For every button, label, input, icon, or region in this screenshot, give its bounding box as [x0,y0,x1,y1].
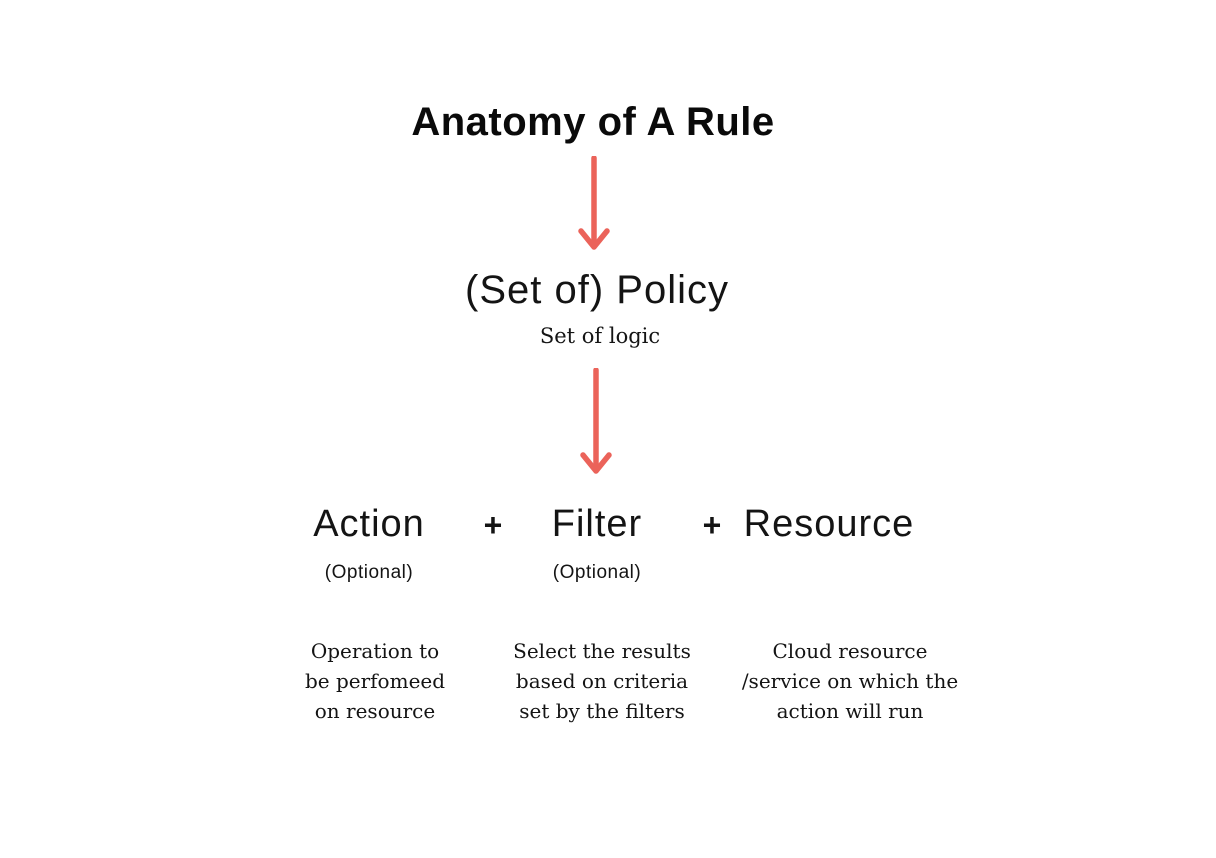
policy-label: (Set of) Policy [465,268,729,312]
action-optional-label: (Optional) [324,562,414,583]
plus-sign: + [483,507,503,543]
plus-sign: + [702,507,722,543]
filter-optional-label: (Optional) [552,562,642,583]
policy-sublabel: Set of logic [539,324,661,348]
arrow-head [578,228,610,250]
action-description: Operation to be perfomeed on resource [304,639,446,723]
arrow-head [580,452,612,474]
resource-description: Cloud resource /service on which the act… [741,639,959,723]
down-arrow-icon [578,156,610,250]
filter-description: Select the results based on criteria set… [513,639,691,723]
down-arrow-icon [580,368,612,474]
diagram-title: Anatomy of A Rule [411,100,775,144]
resource-label: Resource [743,503,915,545]
filter-label: Filter [551,503,643,545]
action-label: Action [313,503,425,545]
